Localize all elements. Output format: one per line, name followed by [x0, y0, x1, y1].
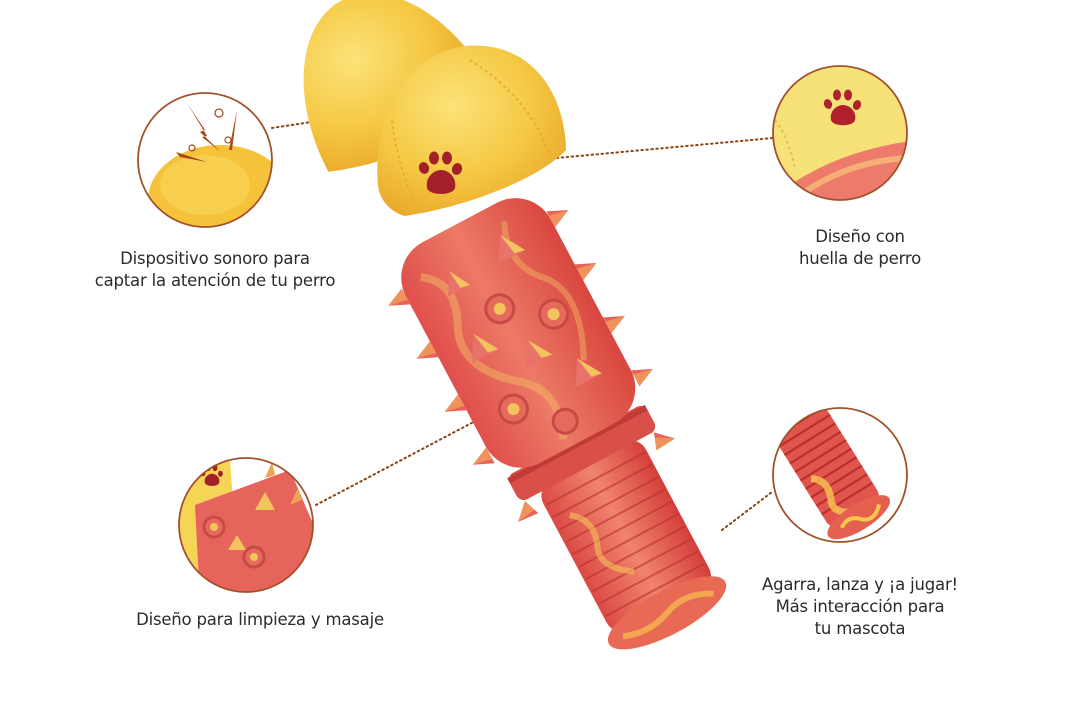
caption-cleaning-massage: Diseño para limpieza y masaje [110, 609, 410, 631]
paw-print-icon [823, 89, 862, 126]
caption-line: captar la atención de tu perro [94, 271, 336, 290]
callout-circle-sound [137, 92, 273, 228]
spikes-icon [202, 462, 302, 569]
caption-grab-throw: Agarra, lanza y ¡a jugar! Más interacció… [740, 574, 980, 640]
caption-paw-print: Diseño con huella de perro [760, 226, 960, 270]
callout-circle-spikes [178, 457, 314, 593]
caption-line: Dispositivo sonoro para [120, 249, 310, 268]
caption-line: huella de perro [798, 249, 922, 268]
callout-circle-paw [772, 65, 908, 201]
caption-line: Diseño para limpieza y masaje [136, 610, 384, 629]
paw-print-icon [418, 151, 463, 194]
caption-sound-device: Dispositivo sonoro para captar la atenci… [70, 248, 360, 292]
caption-line: Más interacción para [775, 597, 945, 616]
ball-top [377, 45, 566, 216]
toy-main-image [303, 0, 727, 650]
caption-line: Diseño con [815, 227, 905, 246]
caption-line: tu mascota [814, 619, 906, 638]
caption-line: Agarra, lanza y ¡a jugar! [762, 575, 958, 594]
callout-circle-grip [772, 407, 908, 543]
